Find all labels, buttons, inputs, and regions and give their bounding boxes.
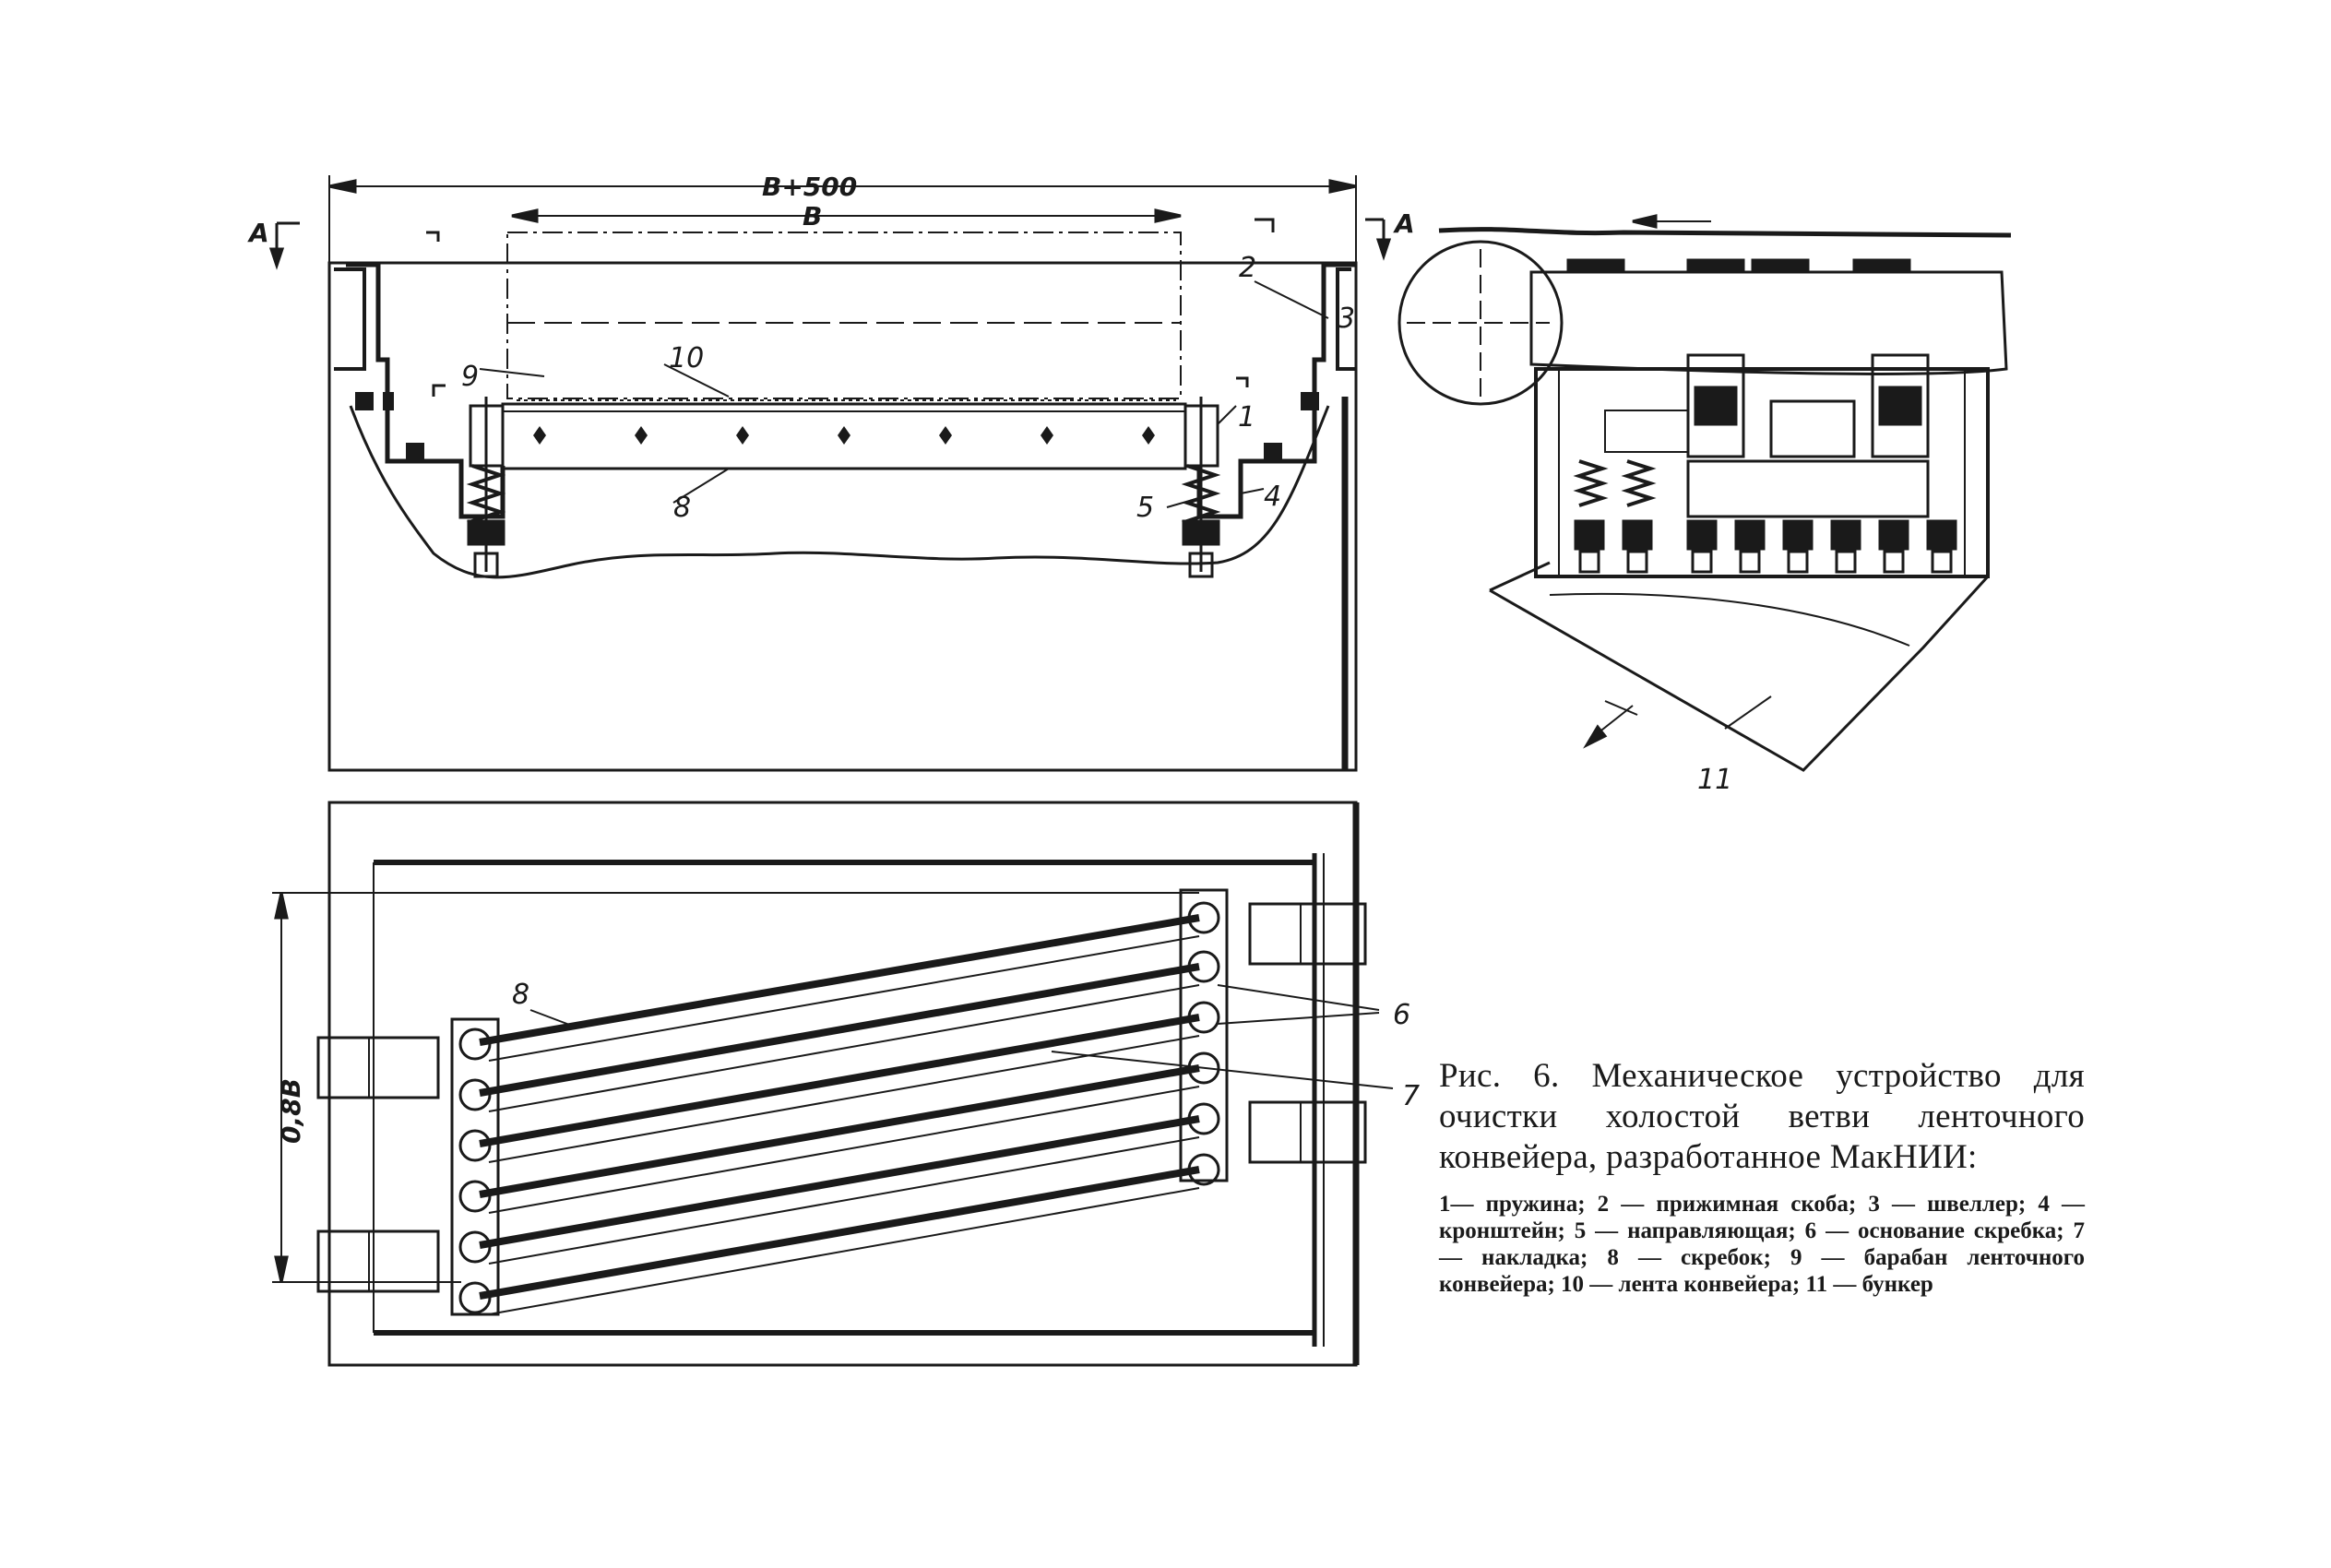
caption-legend: 1— пружина; 2 — прижимная скоба; 3 — шве… (1439, 1192, 2085, 1297)
frame (327, 261, 1358, 772)
section-mark-left-label: A (247, 218, 269, 248)
conveyor-drum (506, 232, 1182, 401)
plan-clamps-left (316, 1036, 440, 1293)
frame-bolts (355, 392, 1319, 461)
dimension-vertical (272, 892, 1199, 1283)
scraper-base-right (1179, 888, 1229, 1182)
label-part-1: 1 (1238, 401, 1255, 434)
leaders-front (479, 280, 1329, 508)
plan-view: 0,8B 8 6 7 (272, 801, 1420, 1367)
dimension-overall-label: B+500 (762, 172, 857, 202)
spring-left (466, 397, 506, 578)
channel-right (1196, 262, 1356, 519)
section-mark-right (1365, 218, 1392, 261)
side-bolts (1573, 459, 1957, 574)
label-part-6: 6 (1393, 999, 1410, 1031)
leaders-plan (529, 984, 1394, 1089)
label-part-9: 9 (461, 361, 479, 393)
scraper-rivets (533, 426, 1155, 445)
break-line (349, 405, 1330, 579)
label-part-10: 10 (669, 342, 704, 374)
dimension-belt (511, 208, 1182, 223)
side-section: 11 (1397, 214, 2012, 796)
caption-title: Рис. 6. Механическое устройство для очис… (1439, 1057, 2085, 1176)
channel-left (346, 262, 505, 519)
scraper-base-left (450, 1017, 500, 1316)
figure-caption: Рис. 6. Механическое устройство для очис… (1439, 1056, 2085, 1298)
bunker (1489, 561, 1990, 772)
spring-right (1181, 397, 1221, 578)
label-part-5: 5 (1136, 492, 1154, 524)
front-view: B+500 B A A (247, 172, 1415, 772)
dimension-overall (328, 175, 1357, 267)
plan-pivots (458, 901, 1220, 1314)
label-part-8-front: 8 (673, 492, 691, 524)
plan-clamps-right (1248, 902, 1367, 1164)
dimension-belt-label: B (803, 201, 822, 232)
plan-scrapers (479, 914, 1200, 1315)
label-part-8-plan: 8 (512, 979, 529, 1011)
label-part-2: 2 (1239, 252, 1256, 284)
section-mark-left (268, 221, 300, 270)
label-part-7: 7 (1402, 1080, 1420, 1112)
side-drum-body (1529, 270, 2008, 375)
side-drum (1397, 240, 1564, 406)
side-housing (1534, 367, 1990, 578)
section-mark-right-label: A (1393, 208, 1415, 239)
side-clamps (1604, 353, 1930, 518)
label-part-11: 11 (1697, 764, 1732, 796)
label-part-3: 3 (1338, 303, 1355, 335)
dimension-vertical-label: 0,8B (276, 1078, 306, 1144)
label-part-4: 4 (1264, 481, 1281, 513)
